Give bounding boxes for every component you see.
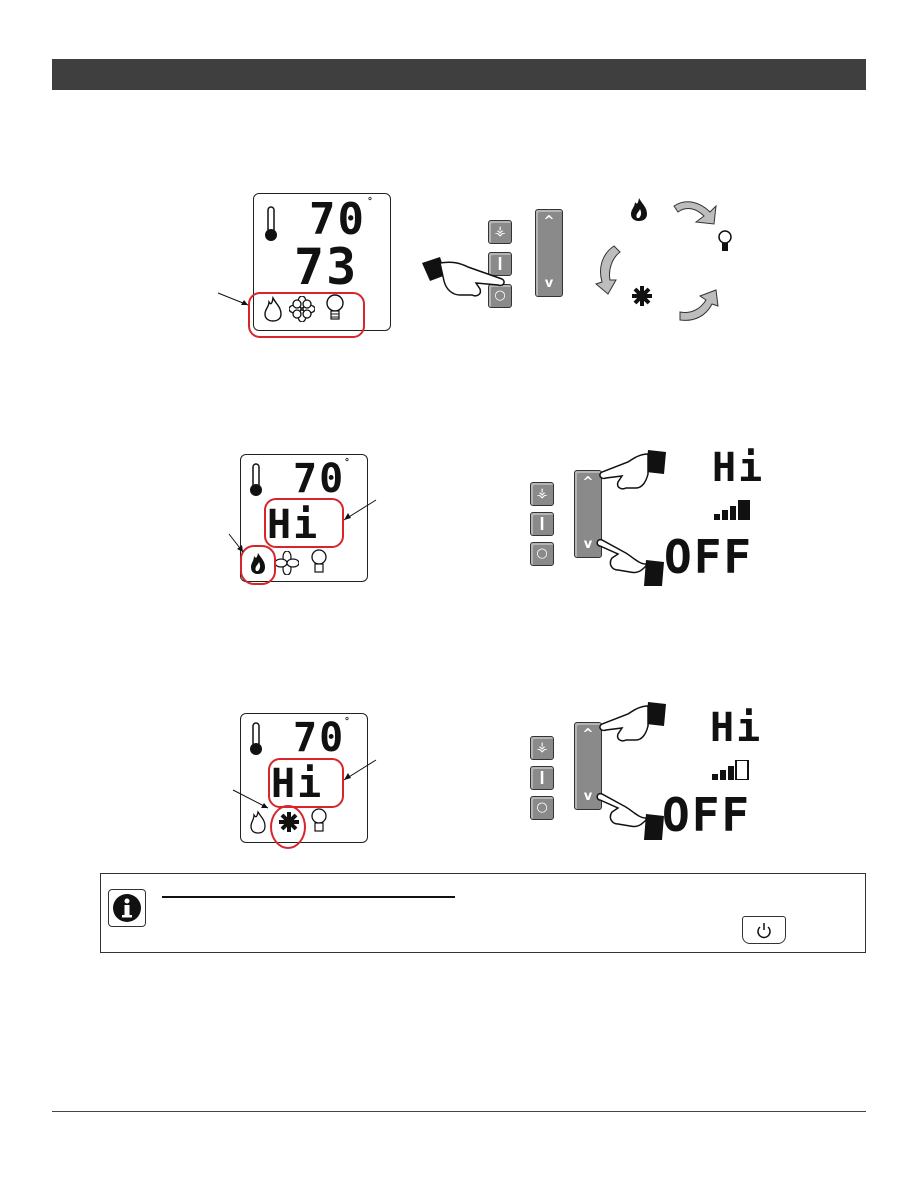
lcd-display-1: 70 ° 73 (253, 193, 391, 331)
pointing-hand-icon (599, 702, 666, 742)
power-icon (757, 923, 771, 939)
degree-symbol: ° (368, 196, 372, 207)
up-down-rocker[interactable]: ^ v (535, 209, 563, 297)
signal-level-bars (712, 760, 749, 780)
thermostat-button[interactable]: ǀ (530, 766, 554, 790)
section-header-bar (52, 59, 866, 90)
flame-icon (251, 553, 265, 574)
fan-mode-button[interactable]: ⚶ (488, 220, 512, 244)
readout-hi: Hi (710, 705, 763, 751)
power-button[interactable] (742, 916, 786, 944)
callout-arrow (343, 499, 377, 521)
fan-icon (289, 296, 315, 322)
cycle-arrows (594, 201, 719, 321)
fan-highlight (270, 805, 306, 849)
fan-icon (632, 286, 652, 306)
flame-icon (264, 296, 282, 322)
fan-mode-button[interactable]: ⚶ (530, 736, 554, 760)
readout-off: OFF (662, 788, 752, 842)
light-bulb-icon (718, 230, 732, 251)
callout-arrow (217, 292, 249, 306)
degree-symbol: ° (345, 457, 349, 468)
flame-highlight (240, 545, 276, 585)
flame-icon (631, 198, 647, 221)
set-temperature: 70 (293, 715, 346, 761)
set-temperature: 70 (293, 456, 346, 502)
light-bulb-icon (311, 549, 327, 573)
mode-button[interactable]: ○ (530, 542, 554, 566)
flame-icon (250, 810, 266, 834)
thermostat-button[interactable]: ǀ (530, 512, 554, 536)
pointing-hand-icon (422, 257, 505, 297)
callout-arrow (343, 759, 377, 781)
mode-button[interactable]: ○ (530, 796, 554, 820)
fan-icon (275, 551, 299, 575)
thermometer-icon (265, 206, 277, 241)
degree-symbol: ° (345, 716, 349, 727)
pointing-hand-icon (599, 450, 666, 490)
light-bulb-icon (326, 294, 344, 320)
room-temperature: 73 (294, 238, 359, 296)
note-box (100, 873, 866, 953)
footer-divider (52, 1111, 866, 1112)
thermostat-button[interactable]: ǀ (488, 252, 512, 276)
thermometer-icon (250, 722, 262, 755)
callout-arrow (232, 789, 269, 809)
mode-button[interactable]: ○ (488, 284, 512, 308)
pointing-hand-icon (596, 792, 664, 840)
note-heading-rule (162, 896, 455, 898)
mode-icons-highlight (248, 292, 365, 338)
light-bulb-icon (311, 808, 327, 832)
fan-mode-button[interactable]: ⚶ (530, 482, 554, 506)
pointing-hand-icon (596, 538, 664, 586)
readout-hi: Hi (712, 445, 765, 491)
readout-off: OFF (664, 530, 754, 584)
callout-arrow (228, 533, 244, 553)
info-icon (108, 889, 146, 927)
level-highlight (264, 498, 344, 548)
set-temperature: 70 (309, 194, 366, 245)
thermometer-icon (250, 463, 262, 496)
signal-level-bars (714, 500, 750, 520)
level-highlight (268, 758, 344, 808)
